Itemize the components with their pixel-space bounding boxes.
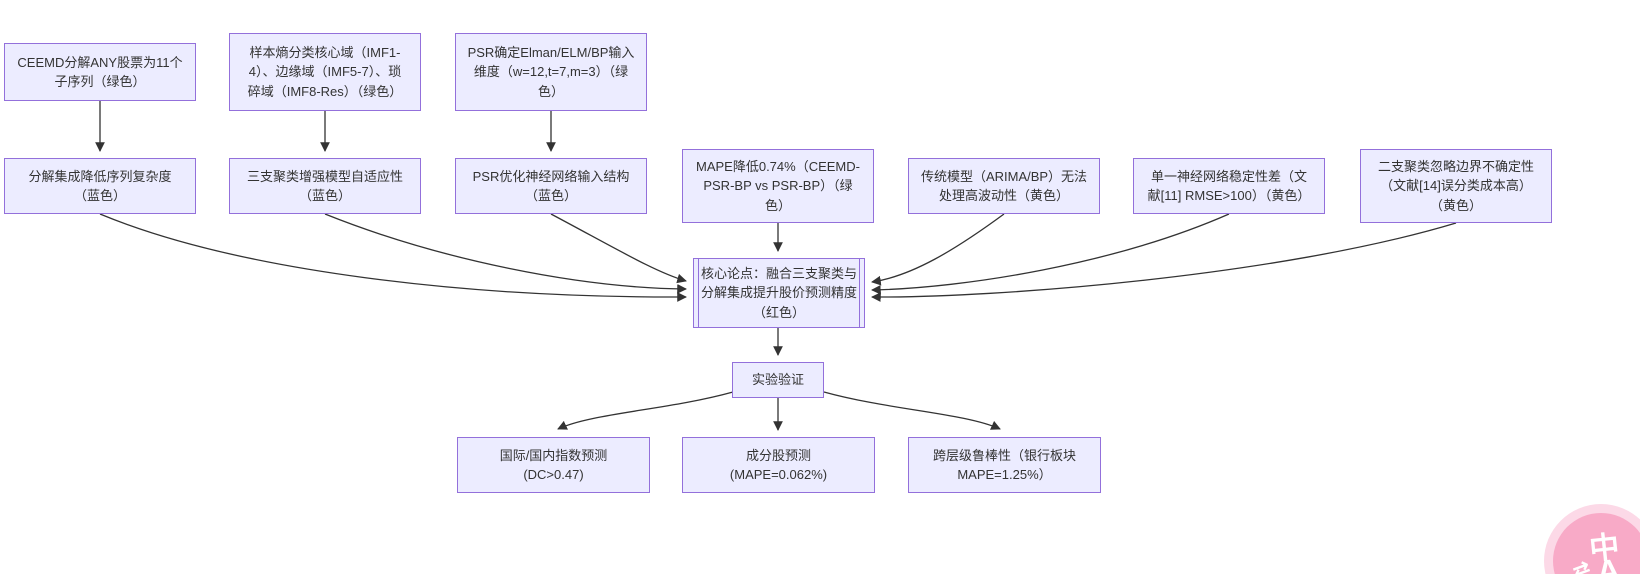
edge-traditional-to-core	[871, 213, 1005, 286]
node-psr-input-dim: PSR确定Elman/ELM/BP输入 维度（w=12,t=7,m=3）（绿 色…	[455, 33, 647, 111]
node-mape-reduction: MAPE降低0.74%（CEEMD- PSR-BP vs PSR-BP）（绿 色…	[682, 149, 874, 223]
edge-experiment-to-index	[557, 391, 734, 430]
node-sample-entropy: 样本熵分类核心域（IMF1- 4）、边缘域（IMF5-7）、琐 碎域（IMF8-…	[229, 33, 421, 111]
node-two-way-clustering-limit: 二支聚类忽略边界不确定性 （文献[14]误分类成本高） （黄色）	[1360, 149, 1552, 223]
node-index-prediction: 国际/国内指数预测 (DC>0.47)	[457, 437, 650, 493]
edge-decomp-to-core	[99, 213, 687, 302]
node-core-thesis: 核心论点：融合三支聚类与 分解集成提升股价预测精度 （红色）	[693, 258, 865, 328]
edge-threeway-to-core	[324, 213, 687, 294]
edge-experiment-to-robustness	[823, 391, 1001, 430]
node-three-way-clustering: 三支聚类增强模型自适应性 （蓝色）	[229, 158, 421, 214]
edge-twoway-to-core	[871, 222, 1457, 302]
edge-singlenn-to-core	[871, 213, 1230, 295]
node-ceemd-decompose: CEEMD分解ANY股票为11个 子序列（绿色）	[4, 43, 196, 101]
node-single-nn-instability: 单一神经网络稳定性差（文 献[11] RMSE>100）（黄色）	[1133, 158, 1325, 214]
node-decomp-benefit: 分解集成降低序列复杂度 （蓝色）	[4, 158, 196, 214]
node-constituent-prediction: 成分股预测 (MAPE=0.062%)	[682, 437, 875, 493]
edge-psropt-to-core	[550, 213, 687, 284]
translate-en-glyph: A	[1595, 551, 1622, 574]
node-cross-level-robustness: 跨层级鲁棒性（银行板块 MAPE=1.25%）	[908, 437, 1101, 493]
node-experiment-validation: 实验验证	[732, 362, 824, 398]
node-psr-optimize: PSR优化神经网络输入结构 （蓝色）	[455, 158, 647, 214]
node-traditional-model-limit: 传统模型（ARIMA/BP）无法 处理高波动性（黄色）	[908, 158, 1100, 214]
